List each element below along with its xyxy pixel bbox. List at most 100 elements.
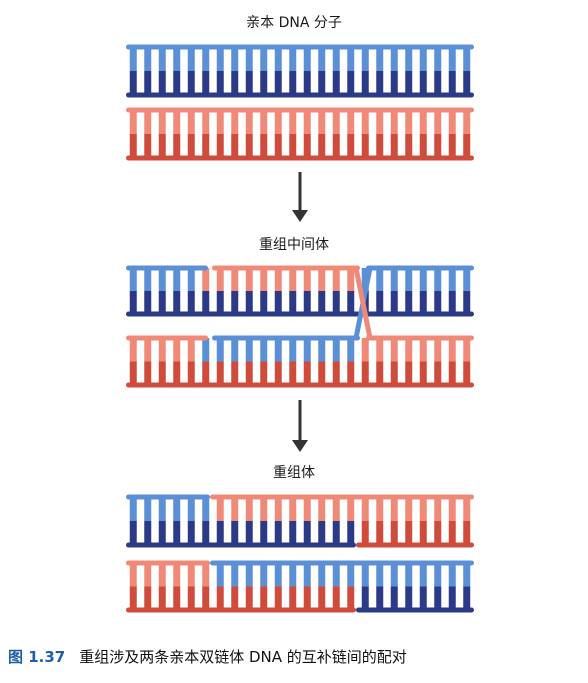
base-pair-bottom: [463, 361, 471, 385]
base-pair-top: [173, 110, 181, 134]
base-pair-bottom: [303, 71, 311, 95]
base-pair-bottom: [202, 134, 210, 158]
base-pair-top: [390, 110, 398, 134]
base-pair-top: [216, 110, 224, 134]
recombinant-lower-bottom-strand: [126, 607, 356, 613]
base-pair-bottom: [173, 71, 181, 95]
base-pair-bottom: [231, 134, 239, 158]
base-pair-bottom: [274, 586, 282, 610]
base-pair-bottom: [231, 71, 239, 95]
base-pair-bottom: [144, 361, 152, 385]
base-pair-bottom: [202, 521, 210, 545]
base-pair-top: [303, 497, 311, 521]
base-pair-top: [405, 47, 413, 71]
base-pair-top: [231, 47, 239, 71]
base-pair-top: [463, 497, 471, 521]
base-pair-bottom: [318, 291, 326, 314]
base-pair-top: [173, 338, 181, 362]
base-pair-bottom: [419, 521, 427, 545]
base-pair-bottom: [318, 134, 326, 158]
base-pair-top: [405, 563, 413, 587]
base-pair-bottom: [419, 361, 427, 385]
parent-red-top-strand: [126, 107, 474, 113]
base-pair-top: [231, 338, 239, 362]
intermediate-lower-top-strand: [126, 335, 208, 341]
base-pair-bottom: [361, 71, 369, 95]
base-pair-bottom: [144, 134, 152, 158]
base-pair-top: [332, 338, 340, 362]
base-pair-bottom: [376, 586, 384, 610]
base-pair-bottom: [405, 291, 413, 314]
base-pair-bottom: [332, 134, 340, 158]
base-pair-bottom: [419, 71, 427, 95]
base-pair-bottom: [129, 586, 137, 610]
base-pair-bottom: [434, 361, 442, 385]
base-pair-top: [463, 268, 471, 291]
base-pair-top: [376, 47, 384, 71]
base-pair-top: [158, 563, 166, 587]
base-pair-top: [216, 268, 224, 291]
base-pair-top: [129, 497, 137, 521]
base-pair-top: [202, 268, 210, 291]
base-pair-top: [463, 110, 471, 134]
base-pair-bottom: [274, 291, 282, 314]
base-pair-bottom: [289, 134, 297, 158]
base-pair-bottom: [289, 586, 297, 610]
base-pair-top: [448, 563, 456, 587]
base-pair-top: [202, 563, 210, 587]
base-pair-bottom: [347, 586, 355, 610]
base-pair-bottom: [303, 134, 311, 158]
base-pair-top: [260, 338, 268, 362]
base-pair-bottom: [390, 361, 398, 385]
base-pair-top: [144, 110, 152, 134]
base-pair-bottom: [187, 134, 195, 158]
base-pair-top: [216, 47, 224, 71]
intermediate-upper-top-strand: [366, 265, 474, 271]
base-pair-bottom: [434, 521, 442, 545]
base-pair-top: [332, 47, 340, 71]
base-pair-top: [260, 268, 268, 291]
base-pair-bottom: [173, 291, 181, 314]
intermediate-upper-bottom-strand: [126, 311, 474, 317]
base-pair-bottom: [303, 361, 311, 385]
base-pair-bottom: [216, 291, 224, 314]
base-pair-bottom: [187, 586, 195, 610]
base-pair-bottom: [332, 71, 340, 95]
base-pair-top: [448, 268, 456, 291]
base-pair-bottom: [260, 291, 268, 314]
base-pair-bottom: [419, 134, 427, 158]
recombinant-lower-top-strand: [210, 560, 474, 566]
base-pair-bottom: [318, 361, 326, 385]
base-pair-top: [289, 110, 297, 134]
recombinant-upper-bottom-strand: [126, 542, 356, 548]
base-pair-top: [318, 47, 326, 71]
base-pair-top: [347, 47, 355, 71]
base-pair-top: [129, 268, 137, 291]
base-pair-top: [318, 268, 326, 291]
base-pair-top: [173, 47, 181, 71]
base-pair-bottom: [158, 361, 166, 385]
base-pair-top: [347, 268, 355, 291]
base-pair-top: [144, 47, 152, 71]
base-pair-bottom: [361, 361, 369, 385]
recombinant-lower-bottom-strand: [356, 607, 474, 613]
base-pair-bottom: [216, 521, 224, 545]
base-pair-bottom: [303, 521, 311, 545]
base-pair-top: [376, 563, 384, 587]
base-pair-top: [332, 563, 340, 587]
base-pair-bottom: [231, 291, 239, 314]
base-pair-top: [245, 563, 253, 587]
base-pair-top: [318, 338, 326, 362]
recombination-diagram: [126, 44, 474, 613]
intermediate-label: 重组中间体: [259, 237, 329, 253]
base-pair-bottom: [434, 586, 442, 610]
arrow-down-2-head: [292, 440, 308, 452]
base-pair-top: [187, 268, 195, 291]
base-pair-bottom: [463, 134, 471, 158]
base-pair-bottom: [289, 71, 297, 95]
base-pair-bottom: [390, 71, 398, 95]
base-pair-top: [274, 497, 282, 521]
base-pair-bottom: [289, 291, 297, 314]
intermediate-lower-top-strand: [366, 335, 474, 341]
base-pair-top: [245, 110, 253, 134]
